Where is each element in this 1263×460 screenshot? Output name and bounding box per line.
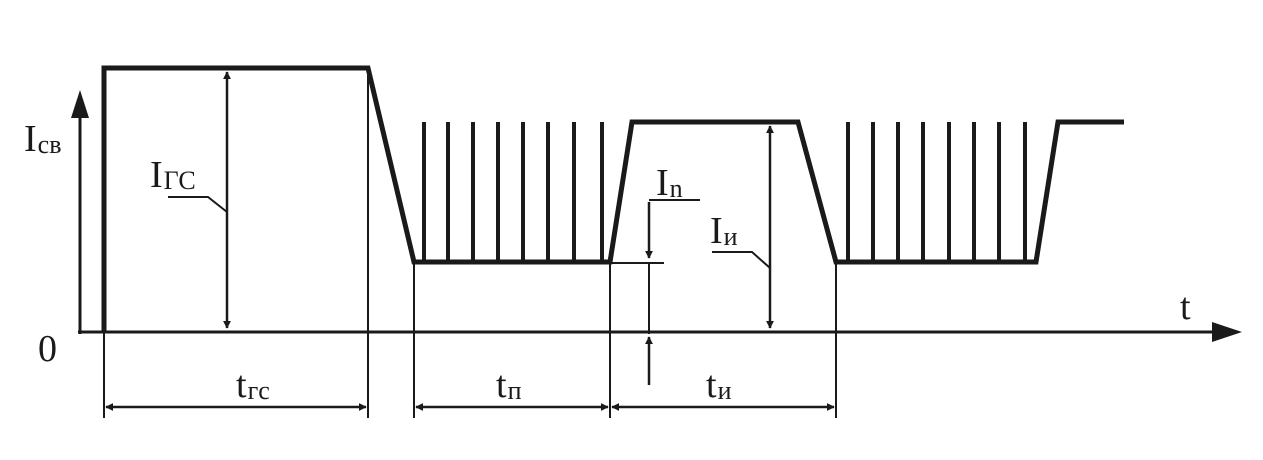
x-axis-label: t [1180, 286, 1191, 328]
current-waveform [101, 65, 1124, 332]
i-i-label: Iи [710, 210, 738, 252]
i-gs-leader-line [168, 196, 228, 213]
origin-label: 0 [38, 328, 57, 370]
t-i-label: tи [706, 364, 732, 406]
x-axis-arrow [1212, 322, 1242, 342]
pulse-spikes-1 [422, 122, 604, 262]
pulse-spikes-2 [846, 122, 1027, 262]
t-gs-label: tгс [236, 364, 270, 406]
y-axis-label: Iсв [24, 118, 62, 160]
t-p-label: tп [496, 364, 522, 406]
y-axis-arrow [71, 90, 89, 118]
i-i-leader-line [712, 251, 771, 269]
i-p-label: In [656, 162, 683, 204]
i-gs-label: IГС [150, 154, 196, 196]
time-interval-extensions [103, 68, 837, 418]
